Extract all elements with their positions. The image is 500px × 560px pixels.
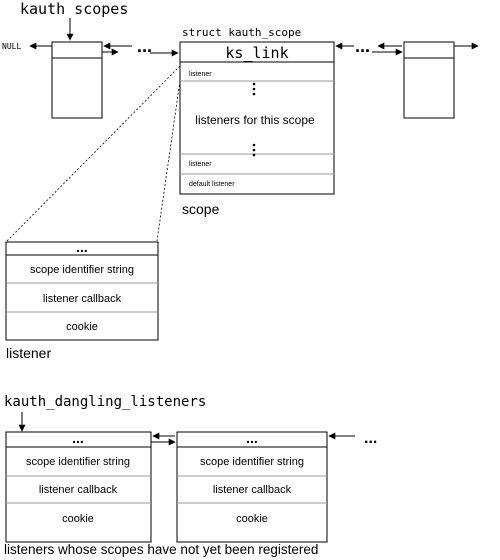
dangling-2-ellipsis: ... [246, 430, 258, 446]
listener-detail-row-scope-id: scope identifier string [30, 264, 134, 276]
dangling-1-row-scope-id: scope identifier string [26, 456, 130, 468]
dangling-listener-box-1 [5, 431, 152, 543]
listener-caption: listener [6, 345, 51, 361]
dangling-listeners-label: kauth_dangling_listeners [4, 394, 206, 410]
struct-kauth-scope-label: struct kauth_scope [182, 26, 301, 39]
dangling-caption: listeners whose scopes have not yet been… [4, 542, 318, 557]
listener-row-1: listener [189, 71, 212, 78]
listener-row-2: listener [189, 161, 212, 168]
dangling-ellipsis-right: ... [364, 430, 377, 447]
zoom-line-right [156, 80, 181, 242]
listener-detail-ellipsis: ... [76, 239, 88, 255]
listener-detail-box [5, 241, 159, 341]
vertical-ellipsis-upper [252, 82, 256, 96]
dangling-2-row-callback: listener callback [213, 484, 292, 496]
kauth-scopes-label: kauth scopes [20, 0, 128, 18]
listener-detail-row-cookie: cookie [66, 321, 98, 333]
kauth-scope-struct [179, 41, 335, 195]
ks-link-label: ks_link [225, 44, 288, 62]
dangling-listener-box-2 [176, 431, 328, 543]
dangling-1-row-callback: listener callback [39, 484, 118, 496]
dangling-1-ellipsis: ... [72, 430, 84, 446]
default-listener-row: default listener [189, 181, 235, 188]
null-label: NULL [2, 42, 21, 51]
ellipsis-top-right: ... [355, 36, 370, 56]
scope-caption: scope [182, 201, 220, 217]
dangling-2-row-cookie: cookie [236, 513, 268, 525]
ellipsis-top-left: ... [137, 36, 152, 56]
right-scope-node [403, 41, 455, 119]
listeners-for-scope-text: listeners for this scope [195, 113, 315, 127]
left-scope-node [51, 41, 103, 119]
listener-detail-row-callback: listener callback [43, 293, 122, 305]
dangling-2-row-scope-id: scope identifier string [200, 456, 304, 468]
dangling-1-row-cookie: cookie [62, 513, 94, 525]
zoom-line-left [6, 65, 181, 242]
vertical-ellipsis-lower [252, 143, 256, 157]
